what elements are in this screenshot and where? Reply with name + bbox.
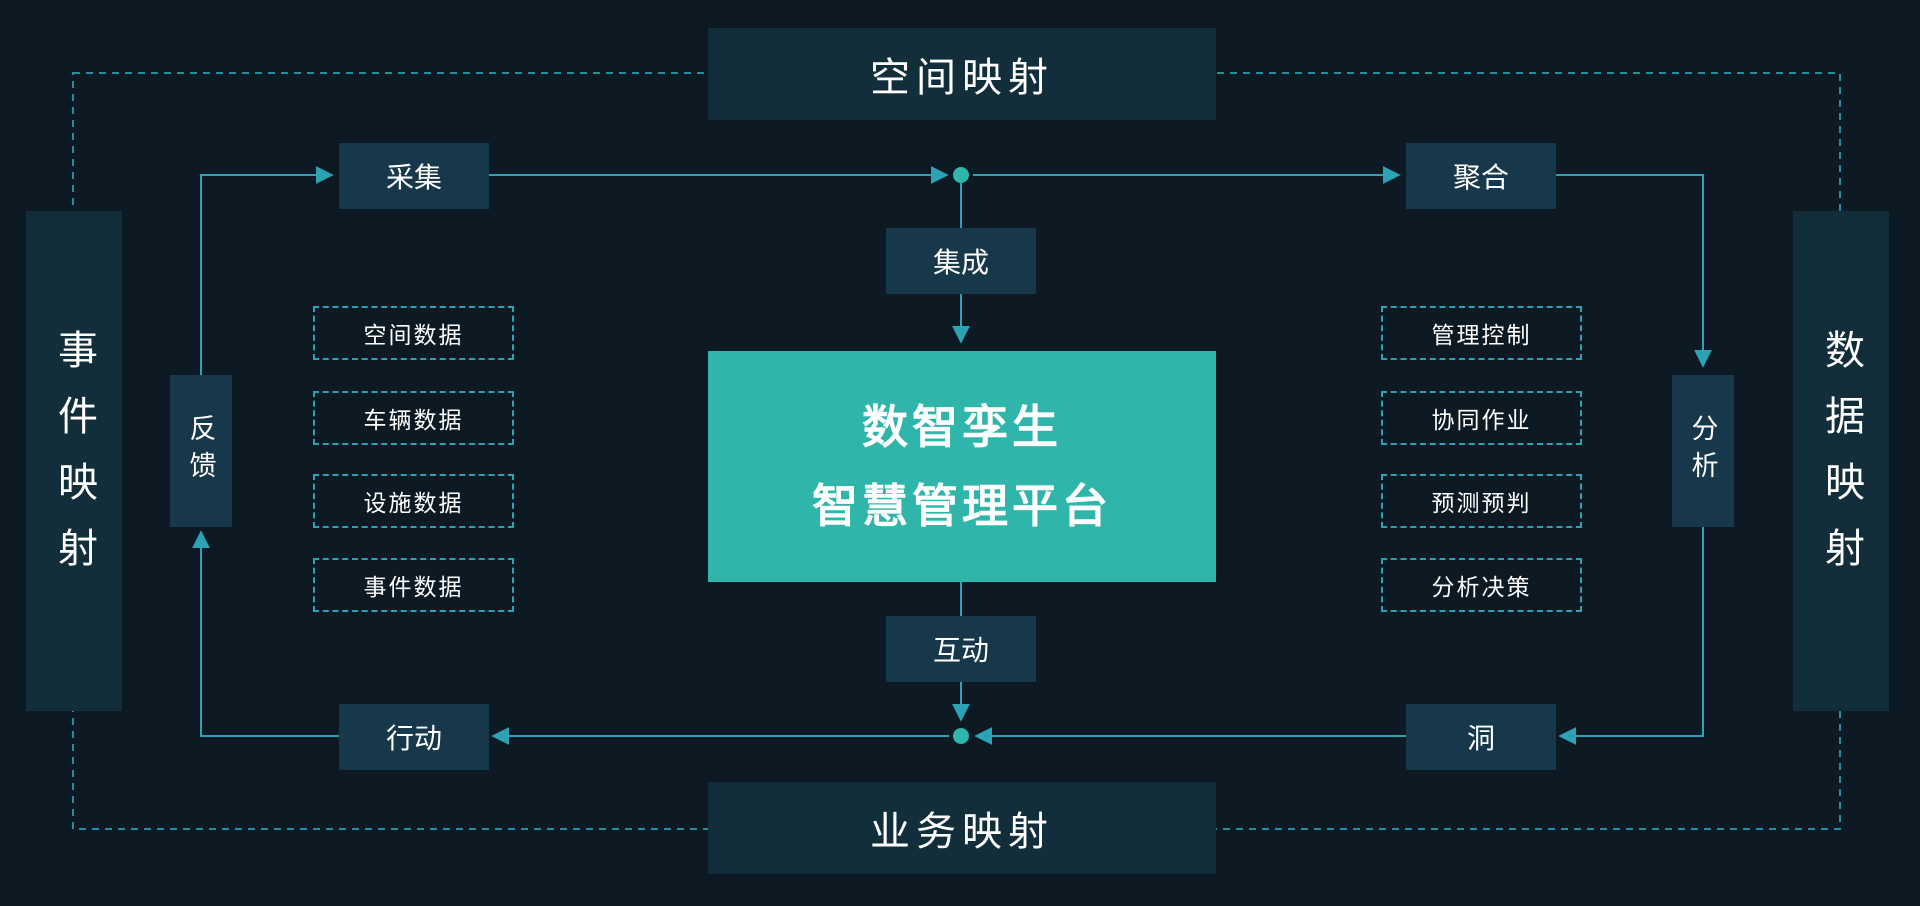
mapping-left-label: 事件映射 [52,329,96,593]
node-interact: 互动 [886,616,1036,682]
mapping-right-label: 数据映射 [1819,329,1863,593]
capability-item-prediction-label: 预测预判 [1431,490,1532,516]
capability-item-collaborative-operation-label: 协同作业 [1431,407,1532,433]
node-integrate: 集成 [886,228,1036,294]
data-item-event-data: 事件数据 [313,558,514,612]
node-feedback-label: 反馈 [185,414,216,488]
central-platform: 数智孪生 智慧管理平台 [708,351,1216,582]
node-integrate-label: 集成 [932,247,989,278]
capability-item-collaborative-operation: 协同作业 [1381,391,1582,445]
mapping-right-data: 数据映射 [1793,211,1889,711]
junction-dot-bottom [953,728,969,744]
node-collect: 采集 [339,143,489,209]
junction-dot-top [953,167,969,183]
capability-item-analysis-decision-label: 分析决策 [1431,574,1532,600]
node-insight-label: 洞 [1466,723,1495,754]
mapping-bottom-label: 业务映射 [870,810,1054,854]
node-aggregate: 聚合 [1406,143,1556,209]
data-item-spatial-data: 空间数据 [313,306,514,360]
node-insight: 洞 [1406,704,1556,770]
data-item-spatial-data-label: 空间数据 [363,322,464,348]
node-analysis-label: 分析 [1687,414,1718,488]
mapping-top-spatial: 空间映射 [708,28,1216,120]
capability-item-analysis-decision: 分析决策 [1381,558,1582,612]
mapping-top-label: 空间映射 [870,56,1054,100]
node-feedback: 反馈 [170,375,232,527]
node-interact-label: 互动 [932,635,989,666]
capability-item-management-control: 管理控制 [1381,306,1582,360]
platform-title-line1: 数智孪生 [862,401,1062,454]
node-collect-label: 采集 [385,162,442,193]
data-item-vehicle-data: 车辆数据 [313,391,514,445]
node-action: 行动 [339,704,489,770]
data-item-facility-data: 设施数据 [313,474,514,528]
node-analysis: 分析 [1672,375,1734,527]
capability-item-management-control-label: 管理控制 [1431,322,1532,348]
platform-title-line2: 智慧管理平台 [812,479,1112,532]
data-item-facility-data-label: 设施数据 [363,490,464,516]
data-item-event-data-label: 事件数据 [363,574,464,600]
mapping-left-event: 事件映射 [26,211,122,711]
mapping-bottom-business: 业务映射 [708,782,1216,874]
capability-item-prediction: 预测预判 [1381,474,1582,528]
node-action-label: 行动 [385,723,442,754]
data-item-vehicle-data-label: 车辆数据 [363,407,464,433]
node-aggregate-label: 聚合 [1452,162,1509,193]
